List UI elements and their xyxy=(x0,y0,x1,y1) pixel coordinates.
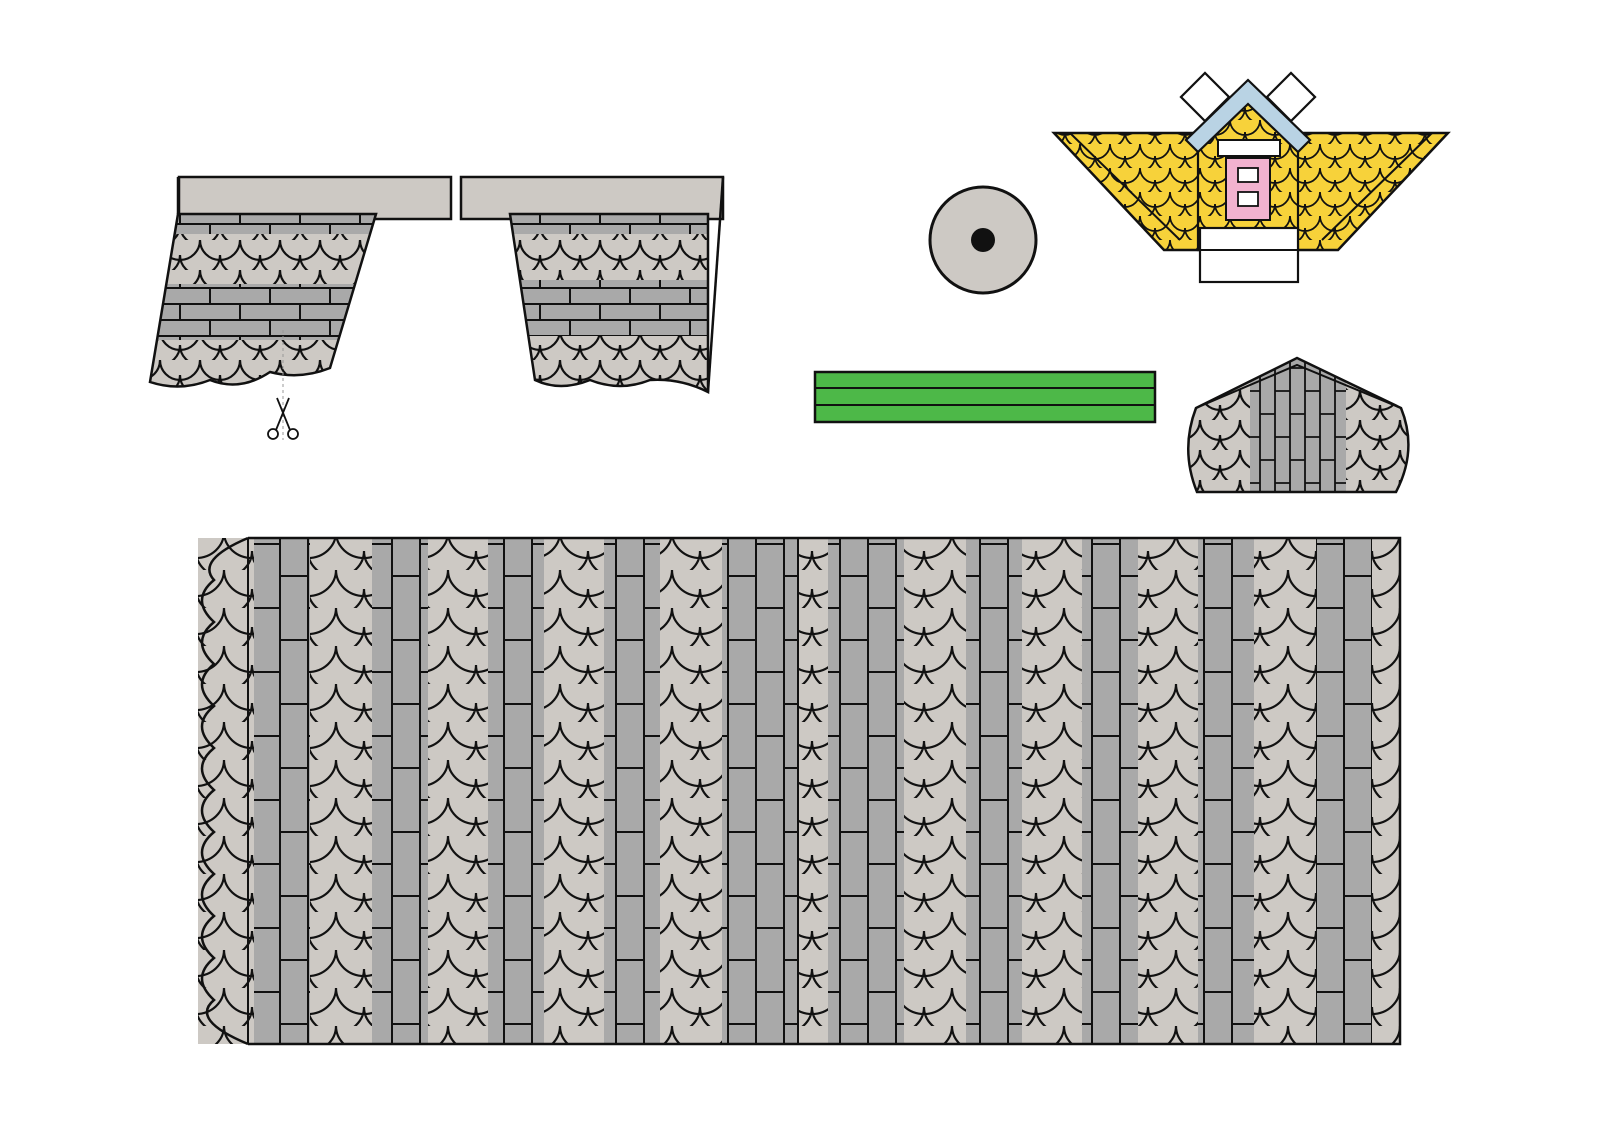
roof-window-bottom xyxy=(1237,191,1259,207)
tower-brick-column xyxy=(828,538,904,1044)
green-strip xyxy=(813,370,1157,424)
tower-scale-column xyxy=(544,538,604,1044)
main-tower-wall xyxy=(198,536,1402,1046)
left-wall-panel xyxy=(148,175,453,440)
tower-scale-column xyxy=(904,538,966,1044)
tower-scale-column xyxy=(428,538,488,1044)
tower-scale-column xyxy=(1138,538,1198,1044)
tower-brick-column xyxy=(722,538,798,1044)
tower-scale-column xyxy=(310,538,372,1044)
tower-brick-column xyxy=(604,538,660,1044)
roof-chimney-band xyxy=(1217,139,1281,157)
tower-brick-column xyxy=(372,538,428,1044)
tower-scale-column xyxy=(660,538,722,1044)
tower-brick-column xyxy=(1316,538,1372,1044)
washer-hole xyxy=(971,228,995,252)
tower-scale-column xyxy=(198,538,254,1044)
tower-scale-column xyxy=(798,538,828,1044)
roof-window-top xyxy=(1237,167,1259,183)
tower-scale-column xyxy=(1372,538,1400,1044)
gable-piece xyxy=(1187,356,1410,494)
roof-gable-trim xyxy=(1184,78,1312,154)
right-wall-panel xyxy=(459,175,725,395)
tower-brick-column xyxy=(488,538,544,1044)
washer-disc xyxy=(928,185,1038,295)
tower-brick-column xyxy=(254,538,310,1044)
tower-scale-column xyxy=(1022,538,1082,1044)
left-panel-top-band xyxy=(177,175,453,221)
yellow-roof-piece xyxy=(1051,71,1451,284)
tower-brick-column xyxy=(1198,538,1254,1044)
tower-scale-column xyxy=(1254,538,1316,1044)
right-panel-top-band xyxy=(459,175,725,221)
tower-brick-column xyxy=(966,538,1022,1044)
tower-brick-column xyxy=(1082,538,1138,1044)
roof-base-tab xyxy=(1198,226,1300,284)
scissors-icon xyxy=(267,330,299,440)
